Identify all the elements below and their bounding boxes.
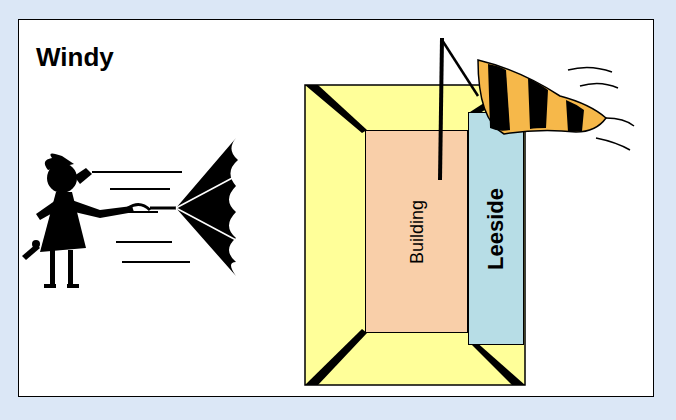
leeside-band: Leeside	[468, 112, 524, 345]
title: Windy	[36, 42, 114, 73]
building-roof	[305, 85, 525, 385]
node-label: Leeside	[483, 188, 509, 270]
windsock-pole	[440, 38, 442, 180]
wind-lines	[92, 172, 190, 262]
umbrella-symbol	[128, 138, 238, 276]
windsock-symbol	[478, 60, 634, 150]
node-label: Building	[406, 199, 427, 263]
building-box: Building	[365, 130, 468, 333]
windsock-stay	[442, 40, 478, 96]
person-silhouette	[22, 153, 134, 288]
